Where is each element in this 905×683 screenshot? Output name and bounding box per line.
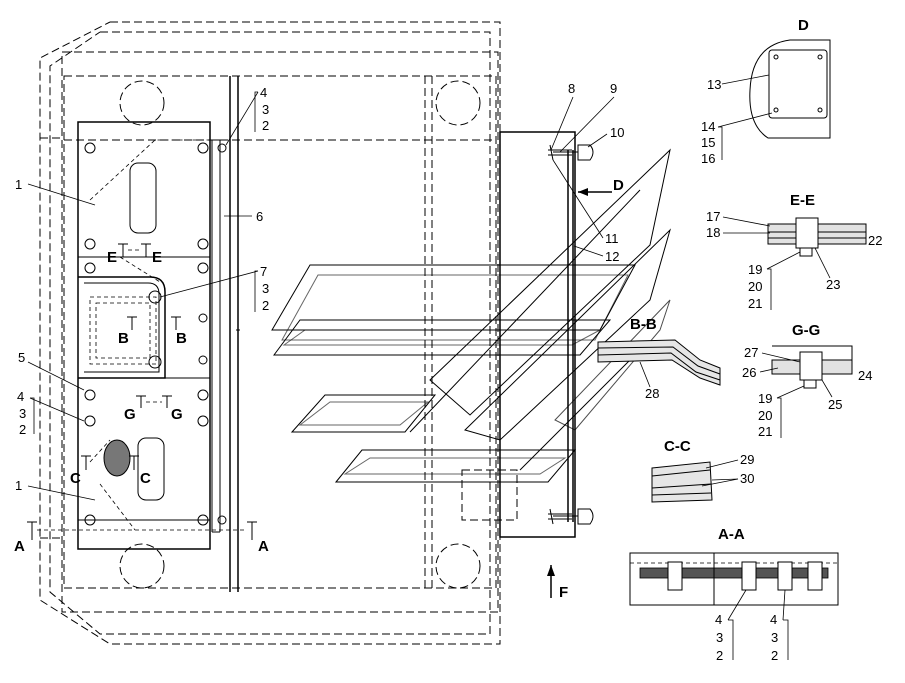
section-cut-marks: E E B B G G C C A A [14, 243, 269, 555]
label-3b: 3 [262, 281, 269, 296]
label-3c: 3 [19, 406, 26, 421]
label-11: 11 [605, 231, 619, 246]
label-9: 9 [610, 81, 617, 96]
label-28: 28 [645, 386, 659, 401]
cut-C-left: C [70, 470, 81, 487]
label-aa-left-2: 2 [716, 648, 723, 663]
label-14: 14 [701, 119, 715, 134]
view-AA-title: A-A [718, 526, 745, 543]
cut-B-left: B [118, 330, 129, 347]
label-18: 18 [706, 225, 720, 240]
label-15: 15 [701, 135, 715, 150]
label-30: 30 [740, 471, 754, 486]
cut-G-right: G [171, 406, 183, 423]
view-arrows: D F [547, 177, 624, 601]
label-2c: 2 [19, 422, 26, 437]
label-16: 16 [701, 151, 715, 166]
label-5: 5 [18, 350, 25, 365]
section-view-BB: B-B 28 [597, 316, 721, 401]
label-aa-left-3: 3 [716, 630, 723, 645]
cut-B-right: B [176, 330, 187, 347]
section-view-EE: E-E 17 18 22 19 20 21 23 [706, 192, 882, 311]
cut-A-right: A [258, 538, 269, 555]
label-4c: 4 [17, 389, 24, 404]
label-10: 10 [610, 125, 624, 140]
label-20-ee: 20 [748, 279, 762, 294]
label-13: 13 [707, 77, 721, 92]
arrow-D-label: D [613, 177, 624, 194]
label-17: 17 [706, 209, 720, 224]
label-2b: 2 [262, 298, 269, 313]
label-27: 27 [744, 345, 758, 360]
arrow-F-label: F [559, 584, 568, 601]
cut-E-left: E [107, 249, 117, 266]
cut-A-left: A [14, 538, 25, 555]
cut-C-right: C [140, 470, 151, 487]
section-view-GG: G-G 27 26 24 19 20 21 25 [742, 322, 872, 439]
label-aa-right-2: 2 [771, 648, 778, 663]
label-1a: 1 [15, 177, 22, 192]
label-21-gg: 21 [758, 424, 772, 439]
label-4a: 4 [260, 85, 267, 100]
label-aa-right-4: 4 [770, 612, 777, 627]
section-view-CC: C-C 29 30 [651, 438, 754, 503]
label-3a: 3 [262, 102, 269, 117]
label-aa-left-4: 4 [715, 612, 722, 627]
watermark-logo [271, 148, 671, 483]
label-12: 12 [605, 249, 619, 264]
detail-view-D: D 13 14 15 16 [701, 17, 831, 166]
cut-E-right: E [152, 249, 162, 266]
main-view-labels: 1 1 4 3 2 6 7 3 2 5 4 3 2 8 9 10 11 12 [15, 81, 624, 501]
label-23: 23 [826, 277, 840, 292]
label-2a: 2 [262, 118, 269, 133]
label-25: 25 [828, 397, 842, 412]
view-CC-title: C-C [664, 438, 691, 455]
view-D-title: D [798, 17, 809, 34]
label-21-ee: 21 [748, 296, 762, 311]
label-22: 22 [868, 233, 882, 248]
label-8: 8 [568, 81, 575, 96]
label-19-ee: 19 [748, 262, 762, 277]
label-19-gg: 19 [758, 391, 772, 406]
view-EE-title: E-E [790, 192, 815, 209]
section-view-AA: A-A 4 3 2 4 3 2 [629, 526, 839, 663]
label-24: 24 [858, 368, 872, 383]
label-aa-right-3: 3 [771, 630, 778, 645]
cut-G-left: G [124, 406, 136, 423]
label-6: 6 [256, 209, 263, 224]
label-7: 7 [260, 264, 267, 279]
label-29: 29 [740, 452, 754, 467]
view-BB-title: B-B [630, 316, 657, 333]
label-26: 26 [742, 365, 756, 380]
label-20-gg: 20 [758, 408, 772, 423]
view-GG-title: G-G [792, 322, 820, 339]
label-1b: 1 [15, 478, 22, 493]
